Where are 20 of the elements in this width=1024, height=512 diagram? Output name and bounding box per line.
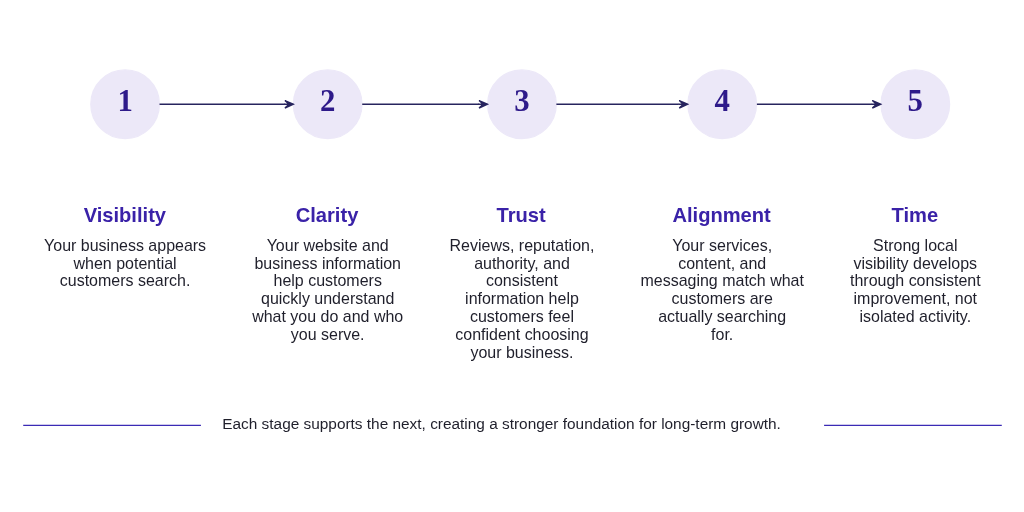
node-label: Reviews, reputation, authority, and consistent information help customers feel confident choosing your business. (449, 236, 594, 361)
caption: Each stage supports the next, creating a stronger foundation for long-term growth. (221, 414, 781, 432)
node-label: Time (891, 203, 938, 226)
node-label: Your services, content, and messaging match what customers are actually searching for. (639, 236, 804, 343)
node-circle: 5 (879, 68, 950, 139)
node-label: Clarity (295, 203, 358, 226)
node-circle: 4 (686, 68, 757, 139)
node-circle: 3 (486, 68, 557, 139)
arrow (158, 99, 294, 109)
arrow (555, 99, 688, 109)
node-circle: 1 (89, 68, 160, 139)
arrow (755, 99, 881, 109)
node-label: Your business appears when potential customers search. (43, 236, 206, 289)
node-label: Strong local visibility develops through consistent improvement, not isolated activity. (849, 236, 981, 325)
arrow (361, 99, 488, 109)
node-label: Your website and business information help customers quickly understand what you do and who you serve. (251, 236, 403, 343)
node-label: Alignment (671, 203, 771, 226)
node-circle: 2 (292, 68, 363, 139)
node-label: Trust (496, 203, 546, 226)
node-label: Visibility (83, 203, 166, 226)
